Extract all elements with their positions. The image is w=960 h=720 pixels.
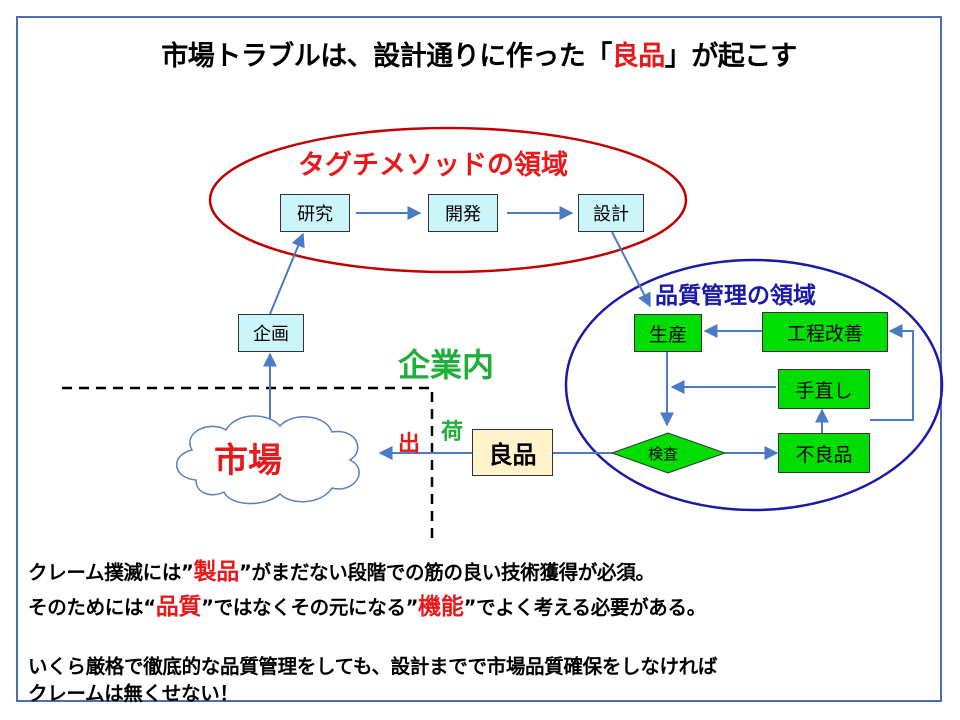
box-good: 良品 xyxy=(472,429,553,476)
box-research: 研究 xyxy=(280,194,350,232)
note-line-1: クレーム撲滅には”製品”がまだない段階での筋の良い技術獲得が必須。 xyxy=(28,552,655,586)
title-post: 」が起こす xyxy=(664,41,797,72)
arrow-defective-improvement xyxy=(870,324,914,421)
box-defective: 不良品 xyxy=(778,433,870,473)
box-planning: 企画 xyxy=(238,314,304,352)
arrow-design-production xyxy=(611,231,651,308)
box-production: 生産 xyxy=(634,314,702,352)
company-boundary-line xyxy=(62,386,434,540)
inside-company-label: 企業内 xyxy=(398,346,495,384)
taguchi-region-label: タグチメソッドの領域 xyxy=(298,150,568,181)
box-development: 開発 xyxy=(428,194,498,232)
note-1c: ”がまだない段階での筋の良い技術獲得が必須。 xyxy=(238,561,655,584)
shipment-label-a: 出 xyxy=(398,432,421,457)
box-design: 設計 xyxy=(578,194,644,232)
title-highlight: 良品 xyxy=(611,41,666,72)
slide-title: 市場トラブルは、設計通りに作った「良品」が起こす xyxy=(16,34,942,73)
inspection-label: 検査 xyxy=(648,445,679,463)
note-1a: クレーム撲滅には” xyxy=(28,561,194,584)
box-process-improvement: 工程改善 xyxy=(762,312,888,352)
note-2a: そのためには“ xyxy=(28,596,156,619)
note-line-3: いくら厳格で徹底的な品質管理をしても、設計までで市場品質確保をしなければ xyxy=(28,655,718,678)
market-label: 市場 xyxy=(214,441,282,481)
slide-frame xyxy=(16,16,942,702)
note-line-4: クレームは無くせない！ xyxy=(28,682,239,705)
note-2d: 機能 xyxy=(418,594,464,620)
arrow-planning-research xyxy=(269,232,305,315)
market-cloud xyxy=(175,415,360,505)
note-2b: 品質 xyxy=(155,594,202,620)
qc-region-label: 品質管理の領域 xyxy=(655,283,816,309)
inspection-diamond xyxy=(610,432,727,474)
qc-ellipse xyxy=(564,258,944,512)
shipment-label-b: 荷 xyxy=(441,420,464,445)
note-line-2: そのためには“品質”ではなくその元になる”機能”でよく考える必要がある。 xyxy=(28,587,706,621)
taguchi-ellipse xyxy=(208,126,688,274)
title-pre: 市場トラブルは、設計通りに作った「 xyxy=(161,41,612,72)
box-rework: 手直し xyxy=(778,369,870,409)
note-2e: ”でよく考える必要がある。 xyxy=(463,596,707,619)
note-2c: ”ではなくその元になる” xyxy=(201,596,419,619)
note-1b: 製品 xyxy=(193,559,240,585)
